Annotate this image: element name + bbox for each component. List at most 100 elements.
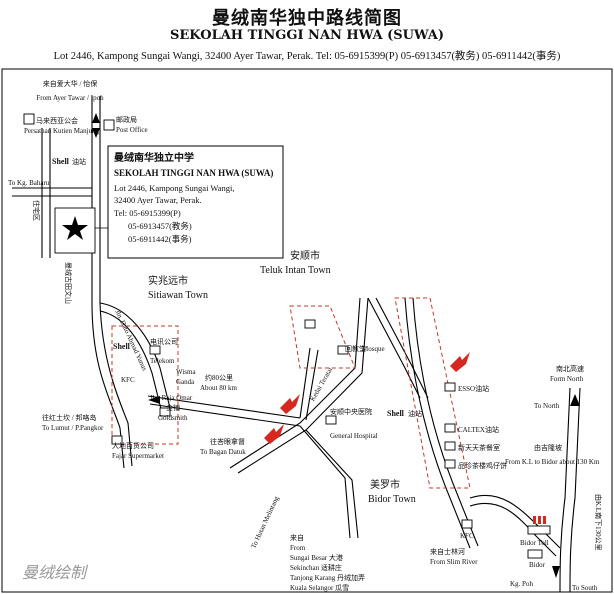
road-teluk-main-a: [229, 297, 361, 469]
label-sekinchan: Sekinchan 适耕庄: [290, 563, 342, 572]
map-title-english: SEKOLAH TINGGI NAN HWA (SUWA): [170, 28, 444, 43]
esso-building: [444, 382, 456, 392]
label-sitiawan-cn: 实兆远市: [148, 274, 188, 287]
school-star-icon: [62, 216, 88, 240]
label-tea-1: 新天天茶餐室: [458, 443, 500, 452]
label-jln-raja: Jln. Raja Omar: [150, 394, 193, 402]
road-kg-baharu: [12, 187, 92, 197]
mosque-building: [337, 345, 349, 355]
label-kl-en: From K.L to Bidor about 130 Km: [505, 458, 600, 466]
label-teluk-cn: 安顺市: [290, 249, 320, 262]
bidor-toll-building: [527, 525, 551, 535]
label-wisma: Wisma: [176, 368, 196, 376]
label-bagan-cn: 往峇眼拿督: [210, 437, 245, 446]
highway-right: [569, 387, 581, 593]
label-north-cn: 南北高速: [556, 364, 584, 373]
fajar-building: [111, 435, 123, 445]
label-sungai-besar: Sungai Besar 大港: [290, 553, 343, 562]
tea-building-2: [444, 459, 456, 469]
label-goldsmith-cn: 金铺: [166, 403, 180, 412]
road-bidor-a: [404, 297, 471, 549]
label-kl-cn: 由吉隆坡: [534, 443, 562, 452]
school-tel-1: Tel: 05-6915399(P): [114, 208, 181, 218]
label-about80-cn: 约80公里: [205, 373, 233, 382]
road-bidor-b: [412, 297, 479, 547]
label-fajar-cn: 大地百货公司: [112, 441, 154, 450]
label-persatuan-en: Persatuan Kutien Manjung: [24, 127, 100, 135]
toll-gates-icon: [533, 516, 546, 524]
hospital-building: [325, 415, 337, 425]
label-mosque-cn: 回教堂: [345, 344, 366, 353]
road-left-street: [41, 128, 51, 258]
label-telekom-en: Telekom: [150, 357, 175, 365]
persatuan-building: [23, 113, 35, 125]
school-info-box: [107, 145, 284, 259]
label-caltex: CALTEX油站: [458, 425, 499, 434]
address-line: Lot 2446, Kampong Sungai Wangi, 32400 Ay…: [53, 51, 561, 62]
label-fajar-en: Fajar Supermarket: [112, 452, 164, 460]
road-to-lumut-a: [91, 302, 125, 469]
label-lumut-cn: 往红土坎 / 邦咯岛: [42, 413, 96, 422]
label-shell-1: Shell: [52, 157, 70, 166]
label-lumut-en: To Lumut / P.Pangkor: [42, 424, 104, 432]
label-mosque-en: Mosque: [362, 345, 385, 353]
school-name-cn: 曼绒南华独立中学: [114, 151, 194, 164]
label-tea-2: 品珍茶楼鸡仔饼: [458, 461, 507, 470]
label-shell-1-cn: 油站: [72, 157, 86, 166]
red-marker-3-icon: [450, 352, 470, 372]
red-marker-1-icon: [280, 394, 300, 414]
label-bagan-en: To Bagan Datuk: [200, 448, 246, 456]
school-name-en: SEKOLAH TINGGI NAN HWA (SUWA): [114, 168, 273, 178]
label-tanjong: Tanjong Karang 丹绒加弄: [290, 573, 365, 582]
label-north-en: Form North: [550, 375, 584, 383]
label-shell-3: Shell: [387, 409, 405, 418]
label-melintang: To Hutan Melintang: [249, 495, 280, 550]
map-signature: 曼绒绘制: [22, 564, 89, 582]
label-from-south-cn: 来自: [290, 533, 304, 542]
road-jln-dato-a: [99, 302, 171, 409]
label-bidor-en: Bidor Town: [368, 494, 416, 505]
label-persatuan-cn: 马来西亚公会: [36, 116, 78, 125]
label-post-en: Post Office: [116, 126, 148, 134]
label-lane: 住宅区: [32, 200, 41, 221]
route-map: 来自爱大华 / 怡保 From Ayer Tawar / Ipoh 马来西亚公会…: [1, 68, 613, 593]
school-tel-3: 05-6911442(事务): [128, 234, 192, 244]
road-teluk-main-b: [237, 297, 369, 474]
road-melintang: [299, 425, 359, 539]
bidor-zone: [394, 297, 471, 489]
arrow-north-icon: [92, 113, 100, 123]
label-kfc-2: KFC: [460, 532, 474, 540]
label-teluk-en: Teluk Intan Town: [260, 265, 331, 276]
label-kg-poh: Kg. Poh: [510, 580, 533, 588]
red-marker-2-icon: [264, 424, 284, 444]
goldsmith-building: [159, 407, 171, 417]
post-office-building: [103, 119, 115, 131]
tea-building-1: [444, 441, 456, 451]
label-slim-en: From Slim River: [430, 558, 478, 566]
highway-left: [559, 387, 571, 593]
label-esso: ESSO油站: [458, 384, 489, 393]
label-ganda: Ganda: [176, 378, 195, 386]
label-slim-cn: 来自士林河: [430, 547, 465, 556]
school-address-1: Lot 2446, Kampong Sungai Wangi,: [114, 183, 235, 193]
road-teluk-north: [299, 347, 319, 421]
teluk-building: [304, 319, 316, 329]
label-hospital-en: General Hospital: [330, 432, 378, 440]
school-tel-2: 05-6913457(教务): [128, 221, 192, 231]
label-sitiawan-en: Sitiawan Town: [148, 290, 208, 301]
arrow-south-icon: [92, 128, 100, 138]
label-kg-baharu: To Kg. Baharu: [8, 179, 50, 187]
label-jln-dato: Jln. Dato Ahmad Yunus: [113, 309, 148, 373]
label-goldsmith-en: Goldsmith: [158, 414, 188, 422]
label-shell-2: Shell: [113, 342, 131, 351]
bidor-small-building: [527, 549, 543, 559]
caltex-building: [444, 423, 456, 433]
label-to-south: To South: [572, 584, 598, 592]
label-kuala-selangor: Kuala Selangor 瓜雪: [290, 584, 349, 592]
sitiawan-zone: [111, 325, 179, 445]
label-from-south-en: From: [290, 544, 306, 552]
label-to-north: To North: [534, 402, 560, 410]
label-shell-3-cn: 油站: [408, 409, 422, 418]
label-post-cn: 邮政局: [116, 115, 137, 124]
label-telekom-cn: 电讯公司: [150, 337, 178, 346]
